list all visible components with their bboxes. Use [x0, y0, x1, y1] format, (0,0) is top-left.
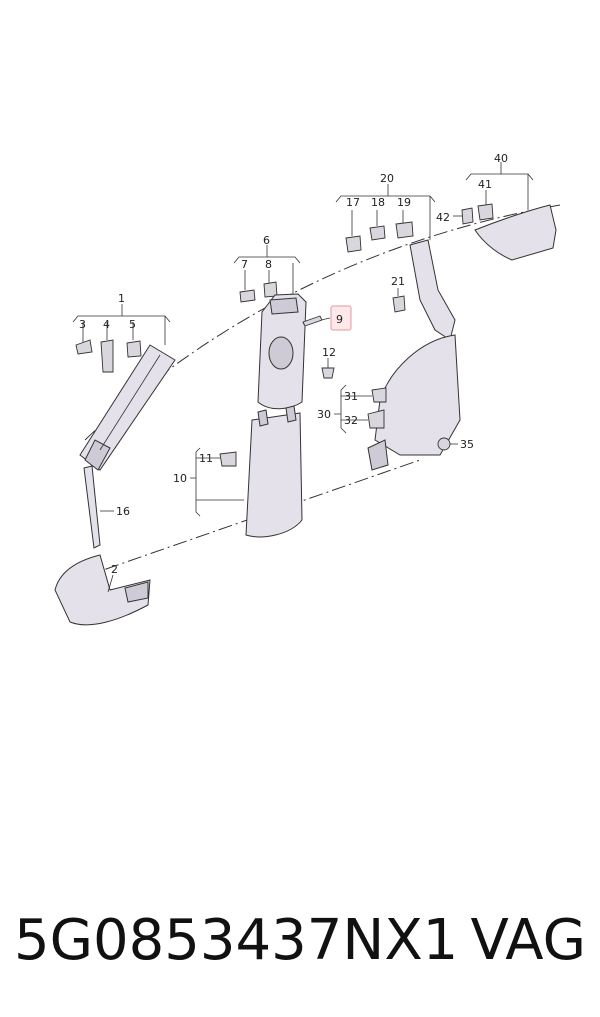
footer: 5G0853437NX1 VAG	[0, 895, 600, 985]
part-rear-side-trim	[367, 334, 461, 471]
clip-11	[219, 451, 237, 467]
clip-5	[126, 340, 142, 358]
callout-12: 12	[322, 346, 336, 359]
bracket-20	[335, 184, 436, 240]
callout-41: 41	[478, 178, 492, 191]
callout-9: 9	[336, 313, 343, 326]
callout-31: 31	[344, 390, 358, 403]
clip-32	[367, 409, 385, 429]
clip-42	[453, 207, 474, 225]
callout-17: 17	[346, 196, 360, 209]
bracket-40	[465, 162, 534, 210]
bracket-10	[190, 447, 244, 517]
part-35-clip	[437, 437, 458, 451]
callout-2: 2	[111, 563, 118, 576]
clip-7	[239, 289, 256, 303]
clip-3	[75, 339, 93, 355]
callout-7: 7	[241, 258, 248, 271]
clip-31	[371, 387, 387, 403]
clip-41	[477, 203, 494, 221]
clip-4	[100, 339, 114, 373]
callout-40: 40	[494, 152, 508, 165]
part-9-highlight	[302, 305, 352, 331]
part-16-strip	[83, 465, 114, 549]
callout-18: 18	[371, 196, 385, 209]
callout-8: 8	[265, 258, 272, 271]
callout-21: 21	[391, 275, 405, 288]
callout-19: 19	[397, 196, 411, 209]
callout-35: 35	[460, 438, 474, 451]
bracket-30	[334, 384, 372, 434]
part-b-pillar-upper	[257, 293, 307, 410]
callout-32: 32	[344, 414, 358, 427]
callout-5: 5	[129, 318, 136, 331]
callout-1: 1	[118, 292, 125, 305]
callout-4: 4	[103, 318, 110, 331]
clip-21	[392, 288, 406, 313]
part-40-rear-trim	[474, 204, 557, 261]
part-10-b-pillar-lower	[245, 405, 303, 538]
callout-10: 10	[173, 472, 187, 485]
part-1-a-pillar-trim	[79, 344, 176, 471]
callout-11: 11	[199, 452, 213, 465]
clip-18	[369, 225, 386, 241]
callout-6: 6	[263, 234, 270, 247]
part-c-pillar-trim	[409, 239, 456, 341]
part-number: 5G0853437NX1	[14, 907, 459, 973]
parts-diagram: 1 3 4 5 16 2 6 7 8 9 12	[54, 152, 561, 626]
callout-16: 16	[116, 505, 130, 518]
bracket-6	[233, 245, 301, 300]
clip-17	[345, 235, 362, 253]
part-12-screw	[321, 358, 335, 379]
bracket-1	[72, 304, 171, 345]
clip-19	[395, 221, 414, 239]
part-2-sill-trim	[54, 554, 151, 626]
callout-30: 30	[317, 408, 331, 421]
callout-3: 3	[79, 318, 86, 331]
callout-42: 42	[436, 211, 450, 224]
brand: VAG	[470, 907, 586, 973]
reference-line-lower	[59, 459, 421, 586]
callout-20: 20	[380, 172, 394, 185]
